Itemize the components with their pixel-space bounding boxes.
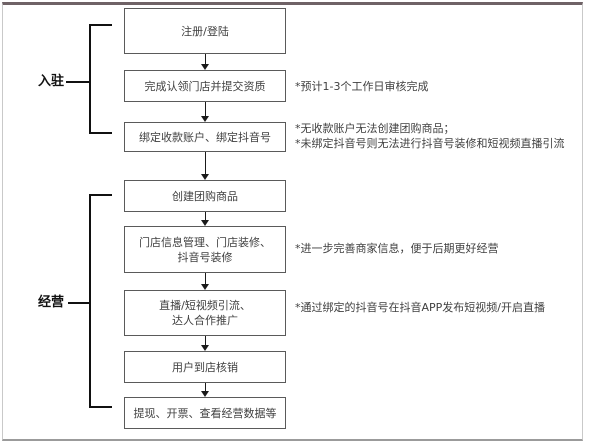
flow-line xyxy=(205,336,206,348)
bracket-enter-bottom-tick xyxy=(89,132,112,134)
bracket-operate-label-tick xyxy=(68,302,89,304)
note-review-time: *预计1-3个工作日审核完成 xyxy=(295,80,429,93)
arrow-down-icon xyxy=(201,116,209,122)
note-binding-required: *无收款账户无法创建团购商品； *未绑定抖音号则无法进行抖音号装修和短视频直播引… xyxy=(295,122,565,150)
arrow-down-icon xyxy=(201,220,209,226)
flow-line xyxy=(205,54,206,67)
flow-arrow-6 xyxy=(201,336,210,351)
flow-arrow-3 xyxy=(201,152,210,180)
step-live-promotion: 直播/短视频引流、 达人合作推广 xyxy=(124,290,286,336)
bracket-operate-vertical xyxy=(89,194,91,408)
diagram-frame xyxy=(2,2,583,441)
bracket-operate-top-tick xyxy=(89,194,112,196)
note-douyin-publish: *通过绑定的抖音号在抖音APP发布短视频/开启直播 xyxy=(295,301,545,314)
flow-line xyxy=(205,212,206,223)
flow-line xyxy=(205,102,206,119)
group-label-operate: 经营 xyxy=(38,295,65,310)
step-register-login: 注册/登陆 xyxy=(124,8,286,54)
step-withdraw-invoice: 提现、开票、查看经营数据等 xyxy=(124,397,286,429)
step-store-management: 门店信息管理、门店装修、 抖音号装修 xyxy=(124,226,286,273)
flow-arrow-5 xyxy=(201,273,210,290)
arrow-down-icon xyxy=(201,391,209,397)
note-merchant-info: *进一步完善商家信息，便于后期更好经营 xyxy=(295,242,499,255)
flow-line xyxy=(205,152,206,177)
flow-line xyxy=(205,273,206,287)
bracket-enter-top-tick xyxy=(89,24,112,26)
bracket-operate-bottom-tick xyxy=(89,406,112,408)
step-user-verification: 用户到店核销 xyxy=(124,351,286,383)
arrow-down-icon xyxy=(201,174,209,180)
flow-arrow-4 xyxy=(201,212,210,226)
arrow-down-icon xyxy=(201,345,209,351)
bracket-enter-label-tick xyxy=(66,81,89,83)
flow-arrow-2 xyxy=(201,102,210,122)
arrow-down-icon xyxy=(201,64,209,70)
flow-arrow-7 xyxy=(201,383,210,397)
flow-line xyxy=(205,383,206,394)
step-create-product: 创建团购商品 xyxy=(124,180,286,212)
arrow-down-icon xyxy=(201,284,209,290)
step-claim-store: 完成认领门店并提交资质 xyxy=(124,70,286,102)
bracket-enter-vertical xyxy=(89,24,91,134)
step-bind-account: 绑定收款账户、绑定抖音号 xyxy=(124,122,286,152)
flow-arrow-1 xyxy=(201,54,210,70)
group-label-enter: 入驻 xyxy=(38,74,65,89)
